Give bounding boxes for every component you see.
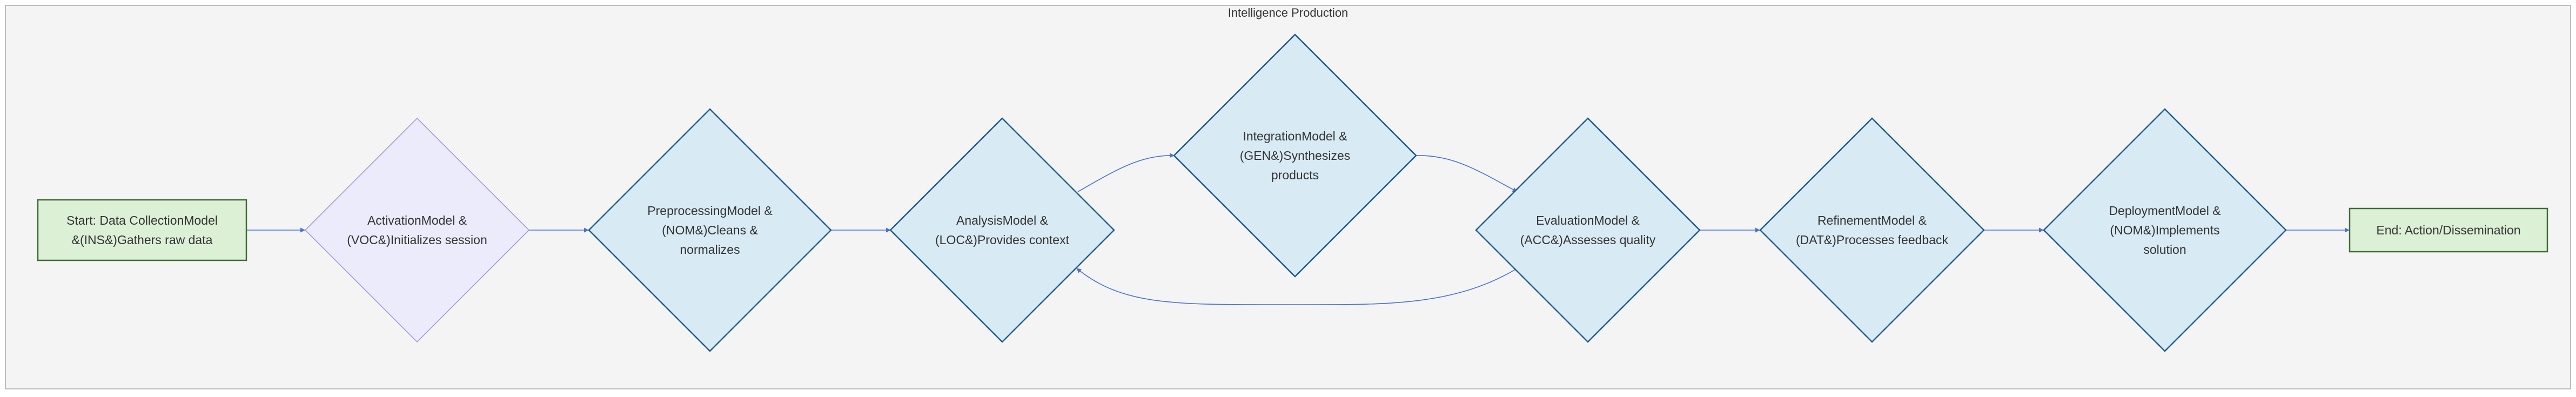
node-end[interactable]: End: Action/Dissemination — [2349, 207, 2548, 253]
node-refinement-label-line: RefinementModel & — [1817, 213, 1927, 227]
node-deployment-label-line: (NOM&)Implements — [2110, 223, 2219, 237]
node-activation[interactable]: ActivationModel & (VOC&)Initializes sessi… — [304, 117, 530, 343]
node-deployment-diamond — [2043, 108, 2287, 352]
node-start-label-line: &(INS&)Gathers raw data — [72, 233, 213, 247]
node-preprocessing-label-line: normalizes — [680, 243, 740, 257]
node-activation-diamond — [304, 117, 530, 343]
node-preprocessing-label-line: (NOM&)Cleans & — [662, 223, 758, 237]
edges-layer — [246, 153, 2350, 305]
cluster-title: Intelligence Production — [1228, 6, 1349, 19]
node-integration-label-line: products — [1271, 168, 1319, 182]
node-deployment-label-line: DeploymentModel & — [2109, 204, 2221, 218]
edge-evaluation-analysis — [1076, 268, 1518, 305]
node-analysis-label-line: (LOC&)Provides context — [935, 233, 1070, 247]
node-preprocessing[interactable]: PreprocessingModel & (NOM&)Cleans & normal… — [588, 108, 832, 352]
node-refinement[interactable]: RefinementModel & (DAT&)Processes feedbac… — [1759, 117, 1985, 343]
node-start-label-line: Start: Data CollectionModel — [66, 213, 218, 227]
node-evaluation[interactable]: EvaluationModel & (ACC&)Assesses quality — [1475, 117, 1701, 343]
node-integration-diamond — [1173, 33, 1417, 278]
node-start-box — [37, 199, 247, 261]
node-refinement-diamond — [1759, 117, 1985, 343]
node-end-label-line: End: Action/Dissemination — [2376, 223, 2520, 237]
node-refinement-label-line: (DAT&)Processes feedback — [1796, 233, 1949, 247]
edge-integration-evaluation — [1416, 155, 1518, 192]
node-preprocessing-label-line: PreprocessingModel & — [647, 204, 772, 218]
node-preprocessing-diamond — [588, 108, 832, 352]
node-analysis-label-line: AnalysisModel & — [956, 213, 1048, 227]
edge-analysis-integration — [1077, 153, 1175, 192]
node-end-box — [2349, 207, 2548, 253]
node-activation-label-line: ActivationModel & — [367, 213, 467, 227]
node-start[interactable]: Start: Data CollectionModel &(INS&)Gather… — [37, 199, 247, 261]
node-integration-label-line: (GEN&)Synthesizes — [1240, 149, 1351, 163]
node-deployment[interactable]: DeploymentModel & (NOM&)Implements solutio… — [2043, 108, 2287, 352]
node-analysis-diamond — [889, 117, 1115, 343]
node-evaluation-label-line: EvaluationModel & — [1536, 213, 1640, 227]
node-analysis[interactable]: AnalysisModel & (LOC&)Provides context — [889, 117, 1115, 343]
node-activation-label-line: (VOC&)Initializes session — [347, 233, 487, 247]
nodes-layer: Start: Data CollectionModel &(INS&)Gather… — [37, 33, 2548, 352]
node-evaluation-diamond — [1475, 117, 1701, 343]
node-integration-label-line: IntegrationModel & — [1243, 129, 1347, 143]
node-evaluation-label-line: (ACC&)Assesses quality — [1520, 233, 1656, 247]
node-deployment-label-line: solution — [2143, 243, 2186, 257]
node-integration[interactable]: IntegrationModel & (GEN&)Synthesizes produ… — [1173, 33, 1417, 278]
